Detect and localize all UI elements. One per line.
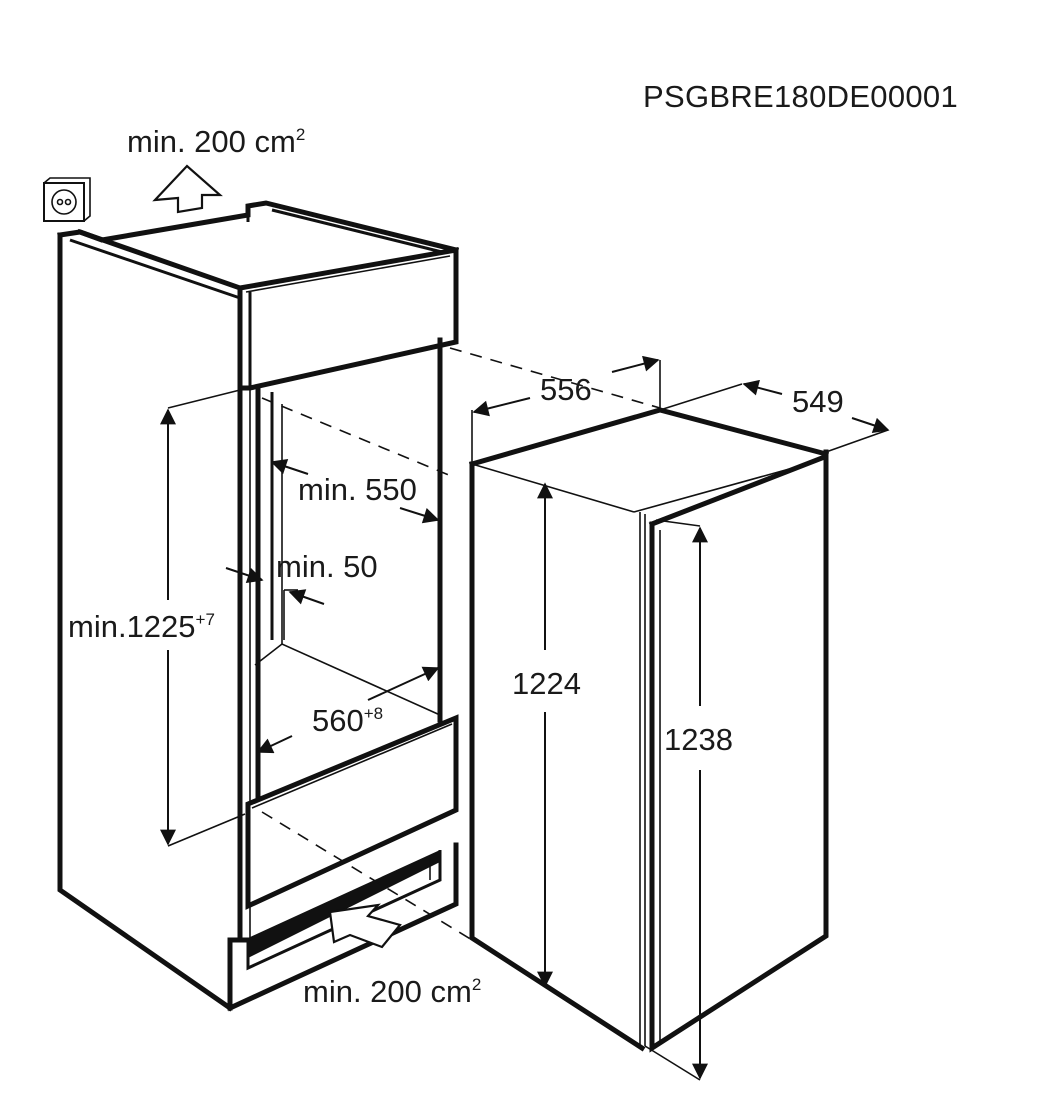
niche-height-text: min.1225 <box>68 609 196 644</box>
arrow-up-icon <box>152 164 223 214</box>
appliance-body <box>468 407 830 1053</box>
bottom-ventilation-label: min. 200 cm2 <box>303 974 481 1009</box>
appliance-total-height-text: 1238 <box>664 722 733 757</box>
svg-text:min. 200 cm2: min. 200 cm2 <box>303 974 481 1009</box>
niche-width-text: 560 <box>312 703 364 738</box>
niche-width-tol: +8 <box>364 704 383 723</box>
dimension-niche-width: 560+8 <box>256 666 440 754</box>
appliance-depth-text: 549 <box>792 384 844 419</box>
power-socket-icon <box>43 177 91 222</box>
dimension-appliance-total-height: 1238 <box>644 519 733 1081</box>
diagram-code: PSGBRE180DE00001 <box>643 79 958 114</box>
vent-bottom-text: min. 200 cm <box>303 974 472 1009</box>
appliance-width-text: 556 <box>540 372 592 407</box>
projection-line-top <box>449 347 661 409</box>
svg-text:min. 200 cm2: min. 200 cm2 <box>127 124 305 159</box>
svg-text:min.1225+7: min.1225+7 <box>68 609 215 644</box>
cabinet-niche <box>57 200 460 1012</box>
dimension-niche-depth: min. 550 <box>261 397 457 524</box>
niche-height-tol: +7 <box>196 610 215 629</box>
appliance-body-height-text: 1224 <box>512 666 581 701</box>
svg-text:560+8: 560+8 <box>312 703 383 738</box>
niche-depth-text: min. 550 <box>298 472 417 507</box>
dimension-appliance-depth: 549 <box>659 379 890 453</box>
dimension-vent-gap: min. 50 <box>225 549 378 640</box>
dimension-appliance-body-height: 1224 <box>512 482 581 988</box>
vent-top-sup: 2 <box>296 125 305 144</box>
dimension-niche-height: min.1225+7 <box>68 389 246 847</box>
dimension-appliance-width: 556 <box>471 355 661 462</box>
vent-bottom-sup: 2 <box>472 975 481 994</box>
top-ventilation-label: min. 200 cm2 <box>127 124 305 159</box>
arrow-in-icon <box>328 903 402 949</box>
vent-top-text: min. 200 cm <box>127 124 296 159</box>
vent-gap-text: min. 50 <box>276 549 378 584</box>
